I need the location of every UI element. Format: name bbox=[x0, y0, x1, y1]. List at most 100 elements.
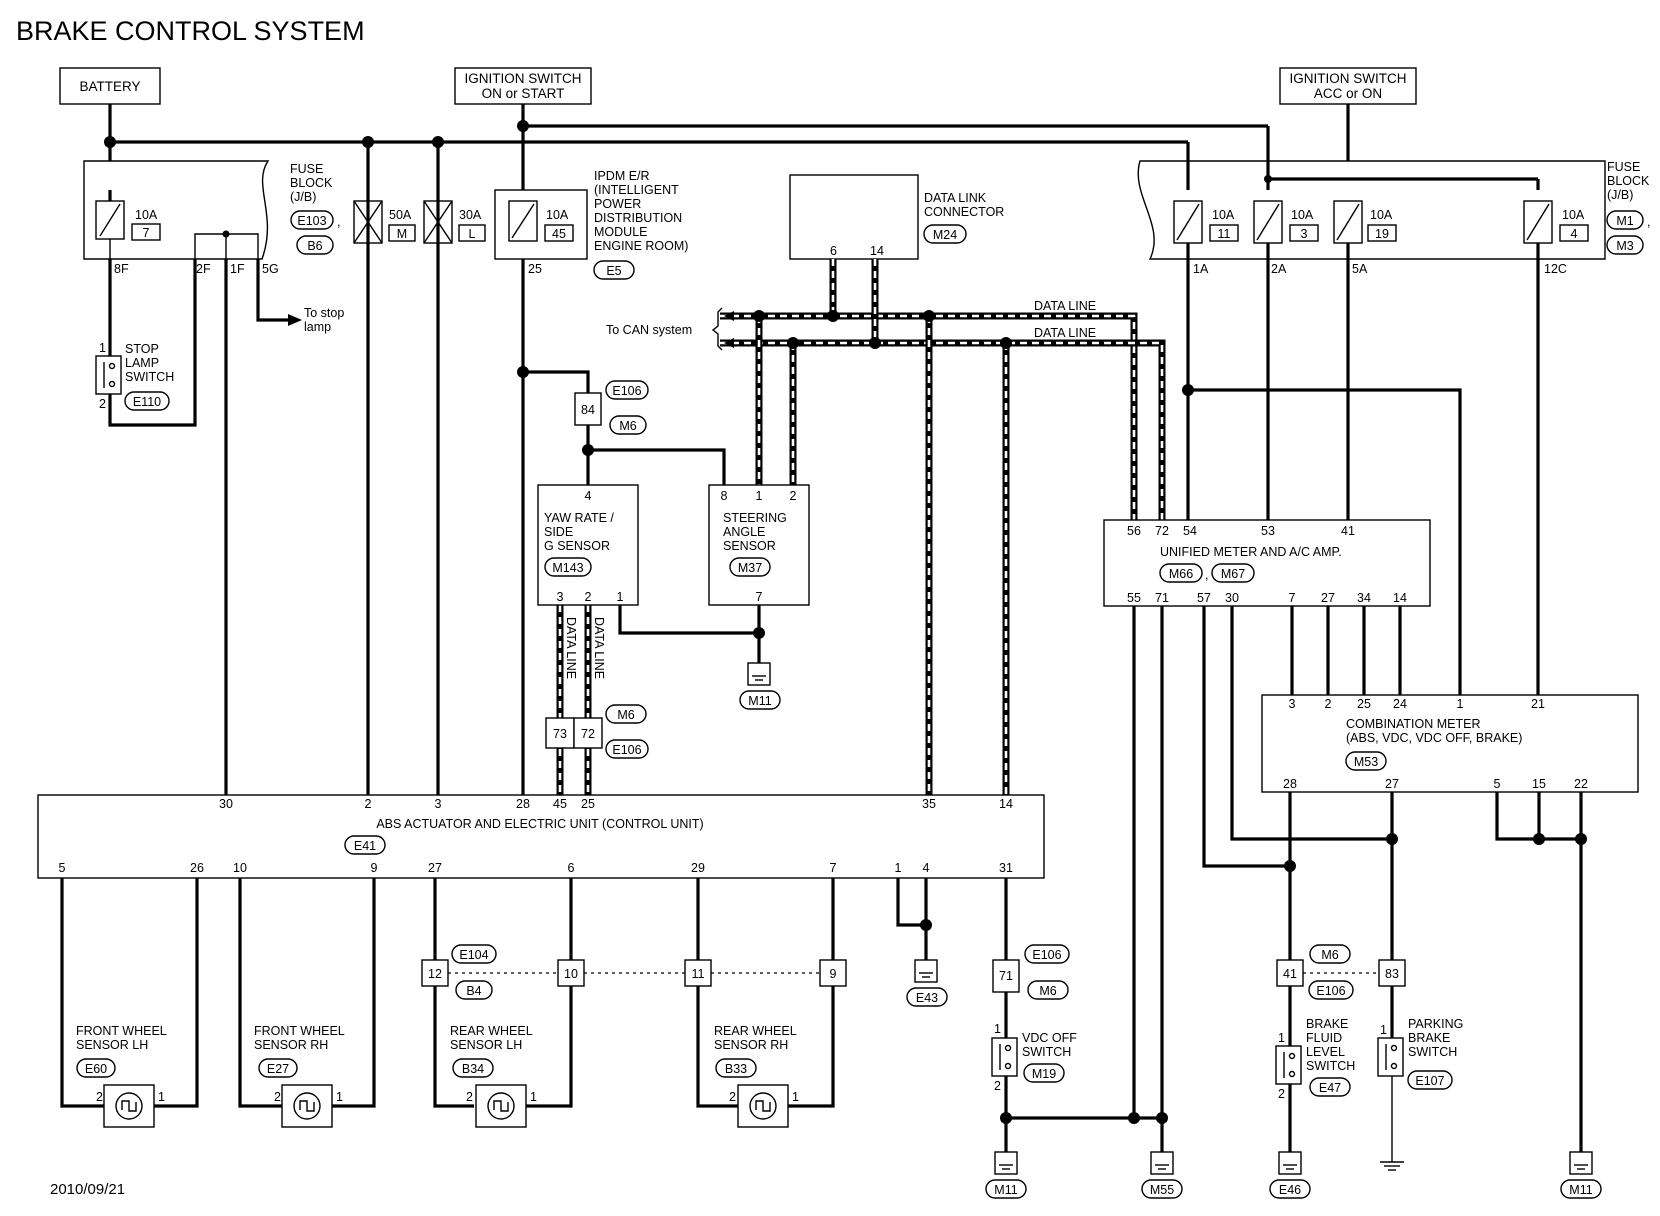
svg-text:IPDM E/R: IPDM E/R bbox=[594, 169, 650, 183]
connector-e103: E103 bbox=[297, 214, 326, 228]
svg-text:,: , bbox=[1647, 215, 1650, 229]
connector-b33: B33 bbox=[725, 1062, 747, 1076]
svg-text:FRONT WHEEL: FRONT WHEEL bbox=[76, 1024, 167, 1038]
fuse-block-right: FUSE BLOCK (J/B) M1 , M3 bbox=[1137, 160, 1650, 260]
svg-text:3: 3 bbox=[435, 797, 442, 811]
fusible-link-50a: 50A M bbox=[353, 200, 416, 244]
svg-text:REAR WHEEL: REAR WHEEL bbox=[714, 1024, 797, 1038]
svg-text:9: 9 bbox=[830, 967, 837, 981]
svg-text:28: 28 bbox=[516, 797, 530, 811]
svg-text:24: 24 bbox=[1393, 697, 1407, 711]
svg-text:54: 54 bbox=[1183, 524, 1197, 538]
svg-text:BATTERY: BATTERY bbox=[79, 79, 140, 94]
svg-text:1: 1 bbox=[1457, 697, 1464, 711]
svg-text:1: 1 bbox=[617, 590, 624, 604]
connector-e5: E5 bbox=[606, 264, 621, 278]
svg-text:IGNITION SWITCH: IGNITION SWITCH bbox=[465, 71, 582, 86]
svg-text:(INTELLIGENT: (INTELLIGENT bbox=[594, 183, 679, 197]
svg-text:ACC or ON: ACC or ON bbox=[1314, 86, 1382, 101]
svg-text:83: 83 bbox=[1385, 967, 1399, 981]
svg-text:SENSOR RH: SENSOR RH bbox=[254, 1038, 328, 1052]
svg-text:FRONT WHEEL: FRONT WHEEL bbox=[254, 1024, 345, 1038]
svg-text:10A: 10A bbox=[546, 208, 569, 222]
svg-text:FUSE: FUSE bbox=[290, 162, 323, 176]
connector-e60: E60 bbox=[85, 1062, 107, 1076]
unified-to-combination-wiring bbox=[1290, 606, 1402, 695]
svg-text:BRAKE: BRAKE bbox=[1306, 1017, 1348, 1031]
fusible-link-30a: 30A L bbox=[423, 200, 486, 244]
svg-text:19: 19 bbox=[1375, 227, 1389, 241]
svg-text:2F: 2F bbox=[196, 262, 211, 276]
date-stamp: 2010/09/21 bbox=[50, 1181, 125, 1198]
connector-m66: M66 bbox=[1169, 567, 1193, 581]
svg-text:71: 71 bbox=[999, 969, 1013, 983]
connector-e106-right: E106 bbox=[1316, 984, 1345, 998]
data-line-label-upper: DATA LINE bbox=[1034, 299, 1096, 313]
svg-text:SENSOR LH: SENSOR LH bbox=[450, 1038, 522, 1052]
right-fuse-wiring bbox=[1182, 243, 1540, 695]
ground-e43: E43 bbox=[896, 878, 948, 1007]
svg-text:31: 31 bbox=[999, 861, 1013, 875]
svg-text:DISTRIBUTION: DISTRIBUTION bbox=[594, 211, 682, 225]
svg-text:10A: 10A bbox=[1370, 208, 1393, 222]
svg-text:L: L bbox=[469, 227, 476, 241]
svg-text:1: 1 bbox=[994, 1022, 1001, 1036]
connector-m6-vdc: M6 bbox=[1039, 984, 1056, 998]
svg-text:25: 25 bbox=[1357, 697, 1371, 711]
svg-text:SWITCH: SWITCH bbox=[1408, 1045, 1457, 1059]
svg-text:25: 25 bbox=[581, 797, 595, 811]
svg-text:5: 5 bbox=[59, 861, 66, 875]
svg-text:SWITCH: SWITCH bbox=[1306, 1059, 1355, 1073]
svg-text:PARKING: PARKING bbox=[1408, 1017, 1463, 1031]
ground-e46: E46 bbox=[1279, 1183, 1301, 1197]
wheel-sensor-rear-lh: 2 1 REAR WHEEL SENSOR LH B34 bbox=[433, 878, 573, 1128]
svg-text:27: 27 bbox=[1385, 777, 1399, 791]
svg-text:53: 53 bbox=[1261, 524, 1275, 538]
svg-text:1: 1 bbox=[1380, 1023, 1387, 1037]
svg-text:72: 72 bbox=[1155, 524, 1169, 538]
wheel-sensor-front-lh: 2 1 FRONT WHEEL SENSOR LH E60 bbox=[60, 878, 199, 1128]
connector-e110: E110 bbox=[133, 395, 161, 409]
svg-text:41: 41 bbox=[1341, 524, 1355, 538]
meter-switch-wiring bbox=[1202, 606, 1587, 1152]
svg-text:3: 3 bbox=[1301, 227, 1308, 241]
svg-text:YAW RATE /: YAW RATE / bbox=[544, 511, 614, 525]
svg-text:1: 1 bbox=[756, 489, 763, 503]
svg-text:71: 71 bbox=[1155, 591, 1169, 605]
svg-text:(J/B): (J/B) bbox=[1607, 188, 1633, 202]
svg-text:VDC OFF: VDC OFF bbox=[1022, 1031, 1077, 1045]
svg-text:2: 2 bbox=[365, 797, 372, 811]
brake-fluid-level-switch: 1 2 BRAKE FLUID LEVEL SWITCH E47 E46 bbox=[1269, 986, 1355, 1199]
svg-text:1F: 1F bbox=[230, 262, 245, 276]
connector-e106-vdc: E106 bbox=[1032, 948, 1061, 962]
can-junction-dots bbox=[753, 310, 1012, 349]
svg-text:5: 5 bbox=[1494, 777, 1501, 791]
svg-text:35: 35 bbox=[922, 797, 936, 811]
connector-m3: M3 bbox=[1616, 239, 1633, 253]
svg-text:2: 2 bbox=[274, 1090, 281, 1104]
svg-text:10A: 10A bbox=[1291, 208, 1314, 222]
svg-text:1: 1 bbox=[792, 1090, 799, 1104]
svg-text:BLOCK: BLOCK bbox=[1607, 174, 1650, 188]
svg-text:27: 27 bbox=[428, 861, 442, 875]
svg-text:10: 10 bbox=[233, 861, 247, 875]
svg-text:55: 55 bbox=[1127, 591, 1141, 605]
svg-text:2: 2 bbox=[466, 1090, 473, 1104]
joint-connector-73-72: 73 72 M6 E106 bbox=[545, 704, 649, 759]
svg-text:LAMP: LAMP bbox=[125, 356, 159, 370]
svg-text:2A: 2A bbox=[1271, 262, 1287, 276]
svg-text:SIDE: SIDE bbox=[544, 525, 573, 539]
connector-b34: B34 bbox=[462, 1062, 484, 1076]
steering-angle-sensor: 8 1 2 STEERING ANGLE SENSOR M37 7 bbox=[708, 484, 810, 606]
connector-m6-mid: M6 bbox=[617, 708, 634, 722]
svg-text:2: 2 bbox=[1278, 1087, 1285, 1101]
svg-text:5A: 5A bbox=[1352, 262, 1368, 276]
svg-text:30A: 30A bbox=[459, 208, 482, 222]
combination-meter: 3 2 25 24 1 21 COMBINATION METER (ABS, V… bbox=[1261, 694, 1639, 793]
connector-m1: M1 bbox=[1616, 214, 1633, 228]
svg-text:11: 11 bbox=[692, 967, 705, 981]
svg-text:25: 25 bbox=[528, 262, 542, 276]
svg-text:10A: 10A bbox=[1212, 208, 1235, 222]
connector-b6: B6 bbox=[307, 239, 322, 253]
